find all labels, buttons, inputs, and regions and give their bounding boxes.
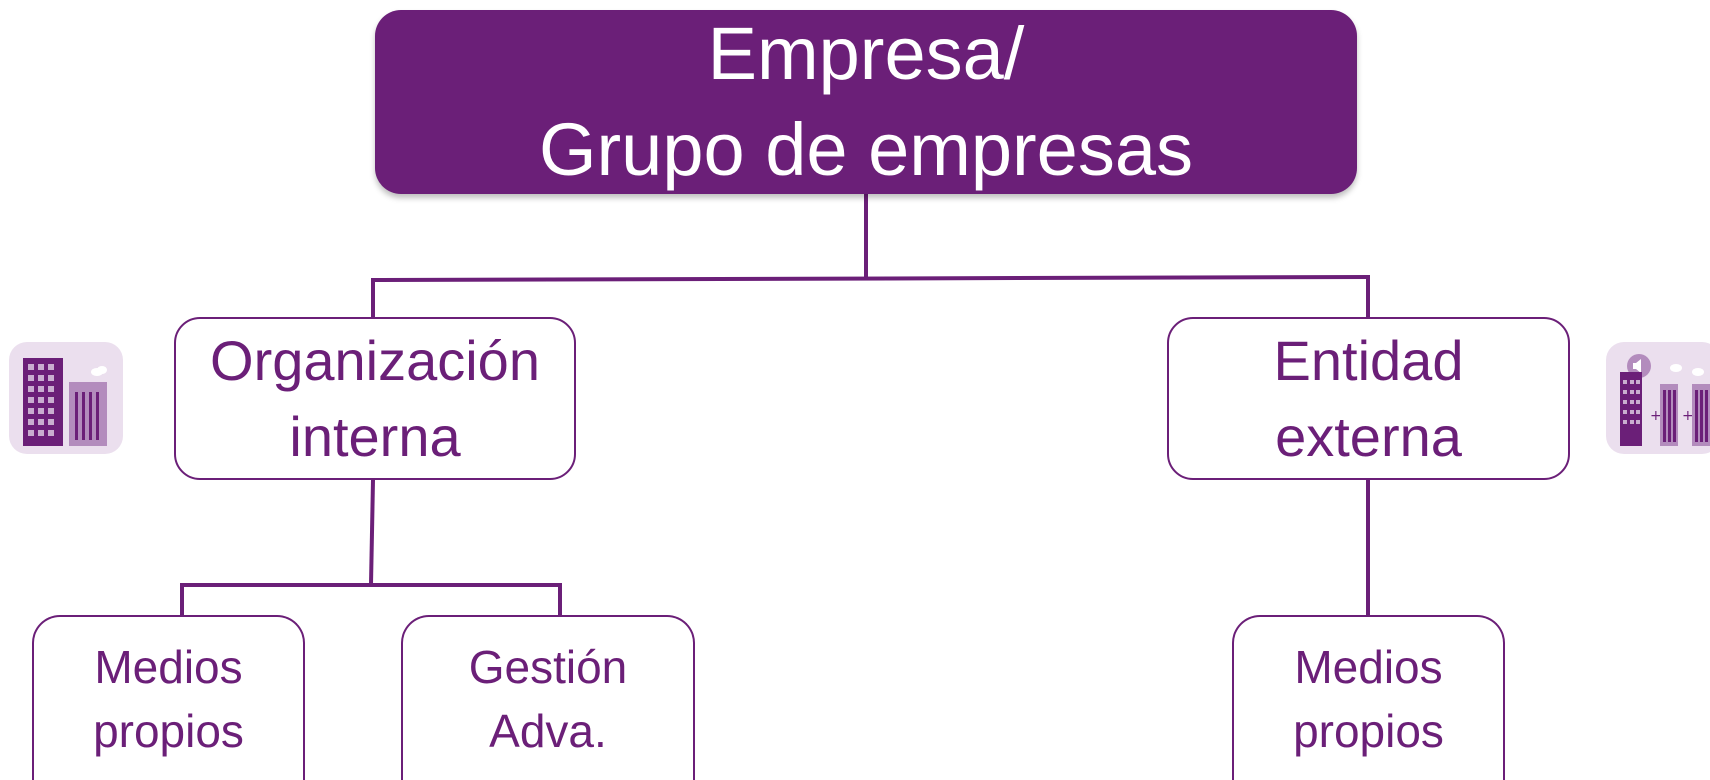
- svg-text:+: +: [1682, 408, 1694, 424]
- medios1-label-line1: Medios: [94, 640, 243, 693]
- office-buildings-icon: [9, 342, 123, 454]
- root-node-empresa: Empresa/ Grupo de empresas: [375, 10, 1357, 194]
- root-label-line1: Empresa/: [707, 12, 1025, 95]
- root-label-line2: Grupo de empresas: [538, 108, 1193, 191]
- medios2-label-line1: Medios: [1294, 640, 1443, 693]
- svg-text:+: +: [1650, 408, 1662, 424]
- node-gestion-adva: Gestión Adva.: [401, 615, 695, 780]
- gestion-label-line2: Adva.: [489, 704, 607, 757]
- node-medios-propios-externa: Medios propios: [1232, 615, 1505, 780]
- org-label-line2: interna: [289, 404, 461, 468]
- connector-org-down: [368, 477, 376, 587]
- entidad-label-line2: externa: [1275, 404, 1462, 468]
- medios1-label-line2: propios: [93, 704, 244, 757]
- node-entidad-externa: Entidad externa: [1167, 317, 1570, 480]
- medios2-label-line2: propios: [1293, 704, 1444, 757]
- external-buildings-announcement-icon: + +: [1606, 342, 1710, 454]
- node-medios-propios-interna: Medios propios: [32, 615, 305, 780]
- entidad-label-line1: Entidad: [1273, 328, 1464, 392]
- connector-top-bar: [370, 274, 1371, 283]
- node-organizacion-interna: Organización interna: [174, 317, 576, 480]
- gestion-label-line1: Gestión: [468, 640, 628, 693]
- org-label-line1: Organización: [210, 328, 540, 392]
